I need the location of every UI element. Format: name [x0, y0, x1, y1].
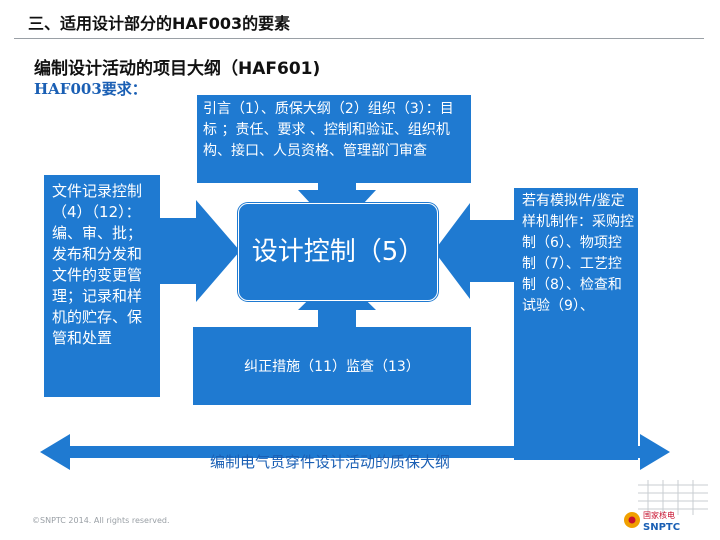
snptc-logo: 国家核电 SNPTC: [618, 480, 710, 535]
logo-brand-text: SNPTC: [643, 522, 680, 533]
model-fabrication-text: 若有模拟件/鉴定样机制作：采购控制（6）、物项控制（7）、工艺控制（8）、检查和…: [522, 193, 634, 314]
logo-icon: 国家核电 SNPTC: [624, 480, 708, 533]
corrective-action-box: 纠正措施（11）监查（13）: [193, 327, 471, 405]
header-divider: [14, 38, 704, 39]
quality-program-text: 引言（1）、质保大纲（2）组织（3）：目标 ；责任、要求 、控制和验证、组织机构…: [203, 101, 454, 159]
copyright-text: ©SNPTC 2014. All rights reserved.: [32, 516, 170, 525]
logo-cn-text: 国家核电: [643, 510, 675, 520]
requirement-label: HAF003要求：: [34, 80, 147, 98]
quality-program-box: 引言（1）、质保大纲（2）组织（3）：目标 ；责任、要求 、控制和验证、组织机构…: [197, 95, 471, 183]
double-arrow: [40, 434, 670, 470]
double-arrow-label: 编制电气贯穿件设计活动的质保大纲: [210, 453, 451, 471]
design-control-box: 设计控制（5）: [238, 203, 438, 301]
corrective-action-text: 纠正措施（11）监查（13）: [244, 359, 420, 375]
slide-subtitle: 编制设计活动的项目大纲（HAF601): [34, 59, 321, 79]
design-control-text: 设计控制（5）: [251, 237, 425, 267]
document-control-box: 文件记录控制（4）（12）：编、审、批；发布和分发和文件的变更管理；记录和样机的…: [44, 175, 160, 397]
left-arrow: [160, 200, 240, 302]
right-arrow: [434, 203, 514, 299]
document-control-text: 文件记录控制（4）（12）：编、审、批；发布和分发和文件的变更管理；记录和样机的…: [52, 182, 143, 347]
model-fabrication-box: 若有模拟件/鉴定样机制作：采购控制（6）、物项控制（7）、工艺控制（8）、检查和…: [514, 188, 638, 460]
section-title: 三、适用设计部分的HAF003的要素: [28, 14, 291, 33]
